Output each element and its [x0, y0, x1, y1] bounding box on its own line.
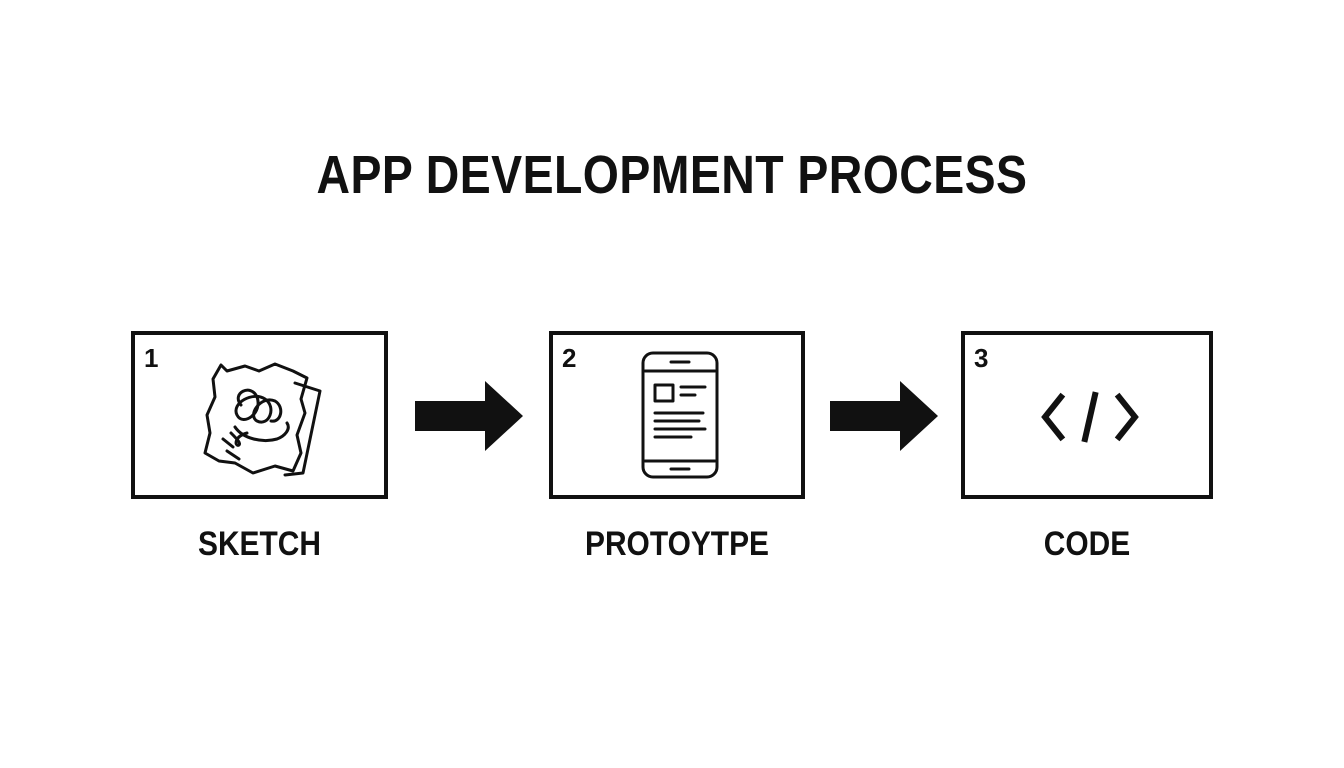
step-box-code: 3	[961, 331, 1213, 499]
arrow-right-icon	[830, 381, 938, 451]
arrow-right-icon	[415, 381, 523, 451]
mobile-phone-icon	[641, 351, 719, 479]
step-label-code: CODE	[1043, 525, 1131, 563]
diagram-title: APP DEVELOPMENT PROCESS	[316, 145, 1028, 205]
code-brackets-icon	[1041, 391, 1139, 443]
step-number: 3	[974, 343, 989, 373]
step-box-sketch: 1	[131, 331, 388, 499]
step-number: 1	[144, 343, 159, 373]
step-box-prototype: 2	[549, 331, 805, 499]
sketch-paper-icon	[203, 362, 322, 477]
step-number: 2	[562, 343, 577, 373]
step-label-prototype: PROTOYTPE	[584, 525, 770, 563]
step-label-sketch: SKETCH	[197, 525, 322, 563]
